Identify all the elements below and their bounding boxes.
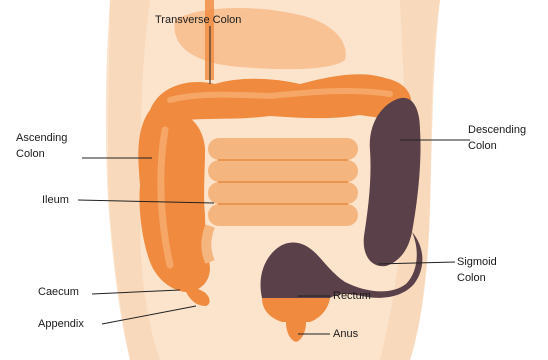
label-rectum: Rectum: [333, 288, 371, 304]
label-transverse-colon: Transverse Colon: [155, 12, 241, 28]
label-appendix: Appendix: [38, 316, 84, 332]
label-descending-colon: Descending Colon: [468, 122, 526, 154]
label-ascending-colon: Ascending Colon: [16, 130, 67, 162]
label-ileum: Ileum: [42, 192, 69, 208]
label-anus: Anus: [333, 326, 358, 342]
label-sigmoid-colon: Sigmoid Colon: [457, 254, 497, 286]
label-caecum: Caecum: [38, 284, 79, 300]
